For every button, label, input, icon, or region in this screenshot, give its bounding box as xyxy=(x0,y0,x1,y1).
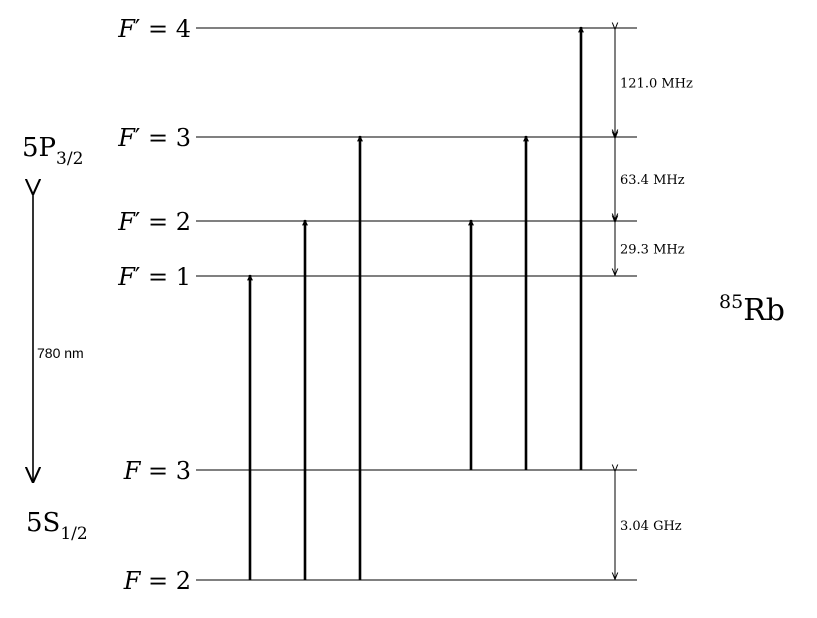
level-label-Fp4: F′ = 4 xyxy=(117,15,191,43)
level-label-Fp2: F′ = 2 xyxy=(117,208,191,236)
level-label-Fp1: F′ = 1 xyxy=(117,263,191,291)
level-label-F3: F = 3 xyxy=(123,457,191,485)
level-label-Fp3: F′ = 3 xyxy=(117,124,191,152)
species-label: 85Rb xyxy=(719,291,785,328)
ground-state-label: 5S1/2 xyxy=(26,508,88,544)
energy-levels: F′ = 4 F′ = 3 F′ = 2 F′ = 1 F = 3 F = 2 xyxy=(117,15,637,595)
splitting-label-1: 63.4 MHz xyxy=(620,173,685,188)
transition-arrows xyxy=(247,26,584,580)
hyperfine-splittings: 121.0 MHz 63.4 MHz 29.3 MHz 3.04 GHz xyxy=(615,29,693,579)
splitting-label-2: 29.3 MHz xyxy=(620,243,685,258)
level-label-F2: F = 2 xyxy=(123,567,191,595)
excited-state-label: 5P3/2 xyxy=(22,133,83,169)
splitting-label-3: 3.04 GHz xyxy=(620,519,682,534)
wavelength-label: 780 nm xyxy=(37,345,84,361)
splitting-label-0: 121.0 MHz xyxy=(620,77,693,92)
